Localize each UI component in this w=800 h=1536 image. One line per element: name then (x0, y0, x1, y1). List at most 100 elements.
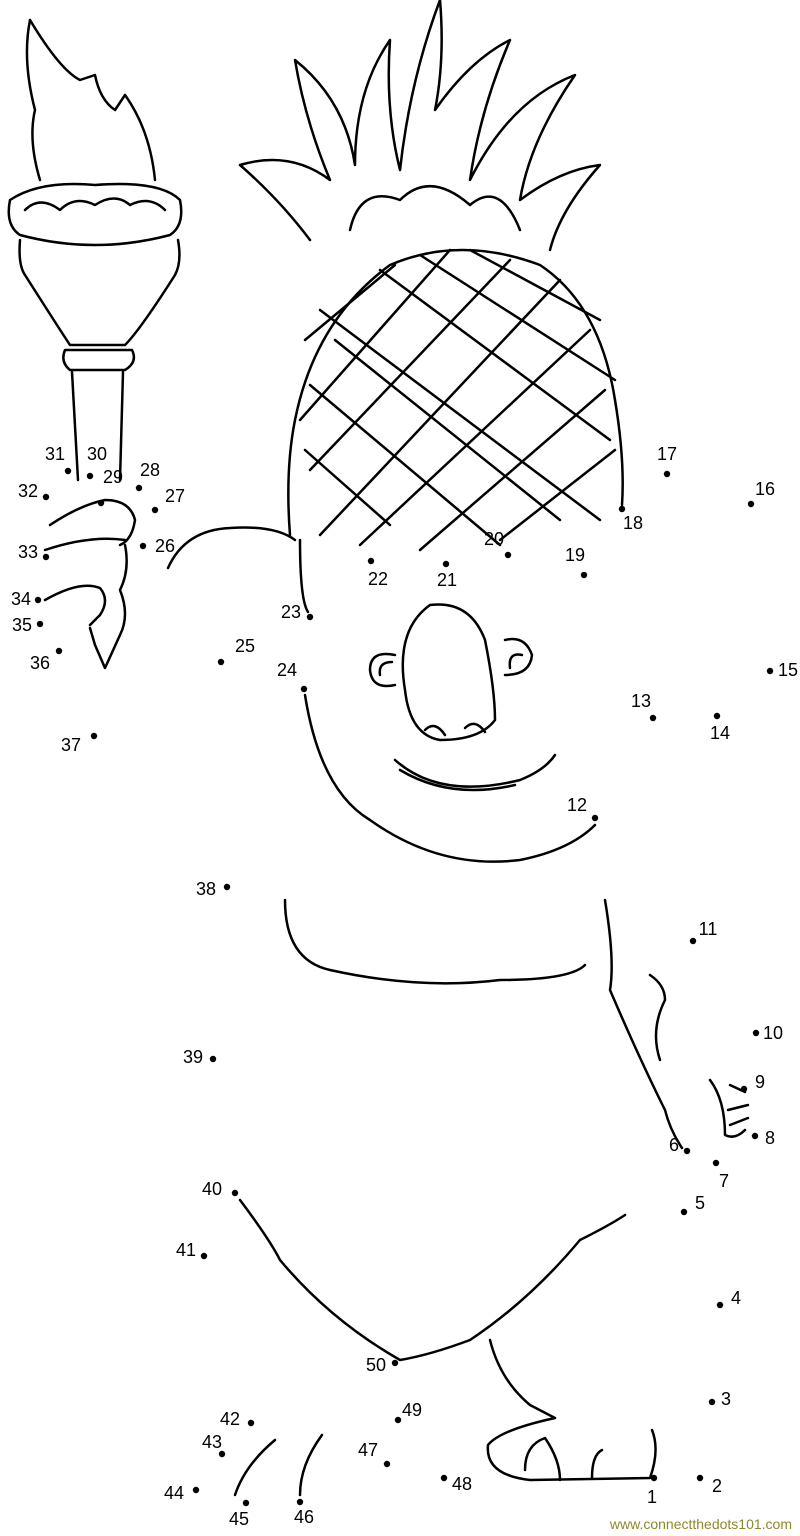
dot-label-30: 30 (87, 444, 107, 464)
dot-label-7: 7 (719, 1171, 729, 1191)
dot-28 (135, 484, 143, 492)
dot-label-10: 10 (763, 1023, 783, 1043)
dot-label-45: 45 (229, 1509, 249, 1529)
dot-41 (200, 1252, 208, 1260)
dot-1 (650, 1474, 658, 1482)
dot-19 (580, 571, 588, 579)
dot-label-17: 17 (657, 444, 677, 464)
dot-43 (218, 1450, 226, 1458)
dot-label-41: 41 (176, 1240, 196, 1260)
dot-34 (34, 596, 42, 604)
dot-label-50: 50 (366, 1355, 386, 1375)
dot-label-14: 14 (710, 723, 730, 743)
dot-11 (689, 937, 697, 945)
dot-label-38: 38 (196, 879, 216, 899)
dot-label-23: 23 (281, 602, 301, 622)
dot-label-20: 20 (484, 529, 504, 549)
dot-7 (712, 1159, 720, 1167)
dot-label-18: 18 (623, 513, 643, 533)
dot-23 (306, 613, 314, 621)
dot-46 (296, 1498, 304, 1506)
dot-31 (64, 467, 72, 475)
pineapple-head-drawing (238, 0, 624, 614)
dot-27 (151, 506, 159, 514)
dot-24 (300, 685, 308, 693)
dot-label-37: 37 (61, 735, 81, 755)
face-drawing (303, 603, 597, 863)
dot-14 (713, 712, 721, 720)
dot-label-31: 31 (45, 444, 65, 464)
dot-label-46: 46 (294, 1507, 314, 1527)
dot-label-48: 48 (452, 1474, 472, 1494)
dot-label-36: 36 (30, 653, 50, 673)
dot-47 (383, 1460, 391, 1468)
dot-9 (740, 1085, 748, 1093)
dot-label-47: 47 (358, 1440, 378, 1460)
dot-label-5: 5 (695, 1193, 705, 1213)
dot-label-26: 26 (155, 536, 175, 556)
dot-37 (90, 732, 98, 740)
dot-label-27: 27 (165, 486, 185, 506)
dot-35 (36, 620, 44, 628)
dot-label-40: 40 (202, 1179, 222, 1199)
dot-label-4: 4 (731, 1288, 741, 1308)
dot-18 (618, 505, 626, 513)
dot-label-6: 6 (669, 1135, 679, 1155)
dot-label-21: 21 (437, 570, 457, 590)
dot-label-15: 15 (778, 660, 798, 680)
dot-label-8: 8 (765, 1128, 775, 1148)
dot-label-24: 24 (277, 660, 297, 680)
dot-label-34: 34 (11, 589, 31, 609)
dot-20 (504, 551, 512, 559)
dot-label-29: 29 (103, 467, 123, 487)
dot-label-19: 19 (565, 545, 585, 565)
dot-label-13: 13 (631, 691, 651, 711)
hand-drawing (43, 498, 297, 670)
dot-label-25: 25 (235, 636, 255, 656)
dot-label-9: 9 (755, 1072, 765, 1092)
dot-39 (209, 1055, 217, 1063)
dot-8 (751, 1132, 759, 1140)
dot-38 (223, 883, 231, 891)
dot-50 (391, 1359, 399, 1367)
dot-49 (394, 1416, 402, 1424)
dot-label-39: 39 (183, 1047, 203, 1067)
dot-12 (591, 814, 599, 822)
dot-label-16: 16 (755, 479, 775, 499)
dot-label-44: 44 (164, 1483, 184, 1503)
dot-label-42: 42 (220, 1409, 240, 1429)
dot-36 (55, 647, 63, 655)
dot-15 (766, 667, 774, 675)
dot-33 (42, 553, 50, 561)
dot-label-32: 32 (18, 481, 38, 501)
dot-40 (231, 1189, 239, 1197)
dot-21 (442, 560, 450, 568)
dot-3 (708, 1398, 716, 1406)
dot-17 (663, 470, 671, 478)
dot-26 (139, 542, 147, 550)
dot-25 (217, 658, 225, 666)
dot-44 (192, 1486, 200, 1494)
dot-6 (683, 1147, 691, 1155)
body-drawing (233, 898, 750, 1497)
dot-label-49: 49 (402, 1400, 422, 1420)
dot-16 (747, 500, 755, 508)
dot-32 (42, 493, 50, 501)
dot-45 (242, 1499, 250, 1507)
dot-label-12: 12 (567, 795, 587, 815)
dot-2 (696, 1474, 704, 1482)
dot-label-1: 1 (647, 1487, 657, 1507)
dot-label-3: 3 (721, 1389, 731, 1409)
dot-48 (440, 1474, 448, 1482)
dot-label-2: 2 (712, 1476, 722, 1496)
dot-13 (649, 714, 657, 722)
dot-29 (97, 499, 105, 507)
dot-label-22: 22 (368, 569, 388, 589)
dot-label-33: 33 (18, 542, 38, 562)
dot-5 (680, 1208, 688, 1216)
dot-label-28: 28 (140, 460, 160, 480)
torch-drawing (7, 18, 183, 482)
dot-4 (716, 1301, 724, 1309)
